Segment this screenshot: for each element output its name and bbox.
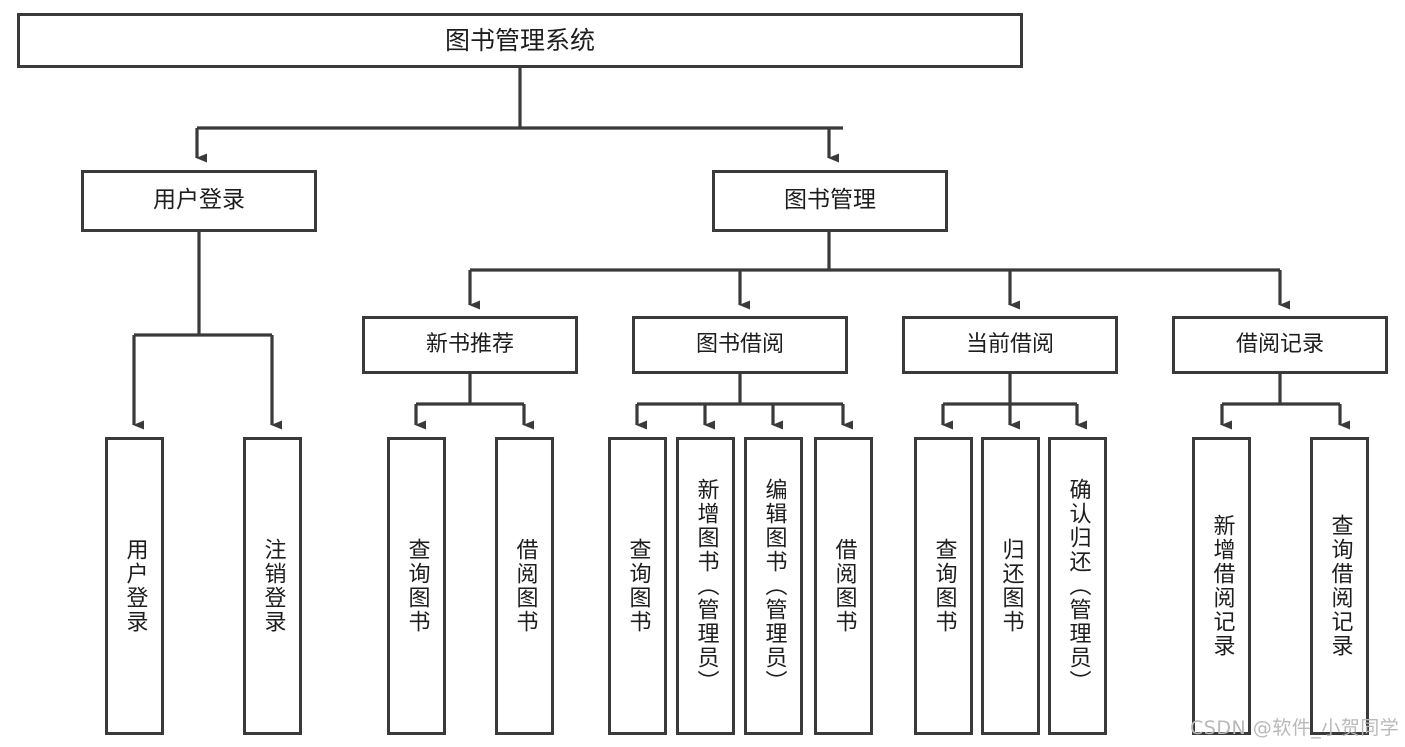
leaf-add-book-admin[interactable]: 新增图书（管理员） [676,437,735,735]
leaf-edit-book-admin-label: 编辑图书（管理员） [761,478,787,694]
leaf-add-borrow-record-label: 新增借阅记录 [1209,514,1235,658]
csdn-watermark: CSDN @软件_小贺同学 [1190,717,1400,739]
leaf-edit-book-admin[interactable]: 编辑图书（管理员） [744,437,803,735]
leaf-query-books-recommend-label: 查询图书 [404,538,430,634]
leaf-borrow-books[interactable]: 借阅图书 [814,437,873,735]
leaf-query-books-recommend[interactable]: 查询图书 [387,437,446,735]
node-new-book-recommend-label: 新书推荐 [425,332,514,358]
leaf-logout[interactable]: 注销登录 [243,437,302,735]
leaf-add-book-admin-label: 新增图书（管理员） [693,478,719,694]
node-borrow-record[interactable]: 借阅记录 [1172,316,1388,374]
leaf-return-books[interactable]: 归还图书 [981,437,1040,735]
node-borrow-record-label: 借阅记录 [1235,332,1324,358]
leaf-borrow-books-label: 借阅图书 [831,538,857,634]
leaf-user-login-label: 用户登录 [122,538,148,634]
leaf-query-books-current[interactable]: 查询图书 [914,437,973,735]
leaf-query-books-borrow-label: 查询图书 [625,538,651,634]
node-book-management-label: 图书管理 [784,187,876,214]
node-book-borrow[interactable]: 图书借阅 [632,316,848,374]
leaf-return-books-label: 归还图书 [998,538,1024,634]
node-book-borrow-label: 图书借阅 [695,332,784,358]
node-user-login-label: 用户登录 [153,187,245,214]
leaf-borrow-books-recommend-label: 借阅图书 [512,538,538,634]
leaf-confirm-return-admin-label: 确认归还（管理员） [1065,478,1091,694]
leaf-query-borrow-record-label: 查询借阅记录 [1327,514,1353,658]
node-book-management[interactable]: 图书管理 [712,170,948,232]
leaf-logout-label: 注销登录 [260,538,286,634]
node-user-login[interactable]: 用户登录 [81,170,317,232]
leaf-confirm-return-admin[interactable]: 确认归还（管理员） [1048,437,1107,735]
node-current-borrow[interactable]: 当前借阅 [902,316,1118,374]
node-root-system[interactable]: 图书管理系统 [17,13,1023,68]
node-new-book-recommend[interactable]: 新书推荐 [362,316,578,374]
leaf-borrow-books-recommend[interactable]: 借阅图书 [495,437,554,735]
leaf-add-borrow-record[interactable]: 新增借阅记录 [1192,437,1251,735]
leaf-query-books-borrow[interactable]: 查询图书 [608,437,667,735]
leaf-query-borrow-record[interactable]: 查询借阅记录 [1310,437,1369,735]
node-root-label: 图书管理系统 [444,25,595,55]
leaf-query-books-current-label: 查询图书 [931,538,957,634]
node-current-borrow-label: 当前借阅 [965,332,1054,358]
leaf-user-login[interactable]: 用户登录 [105,437,164,735]
